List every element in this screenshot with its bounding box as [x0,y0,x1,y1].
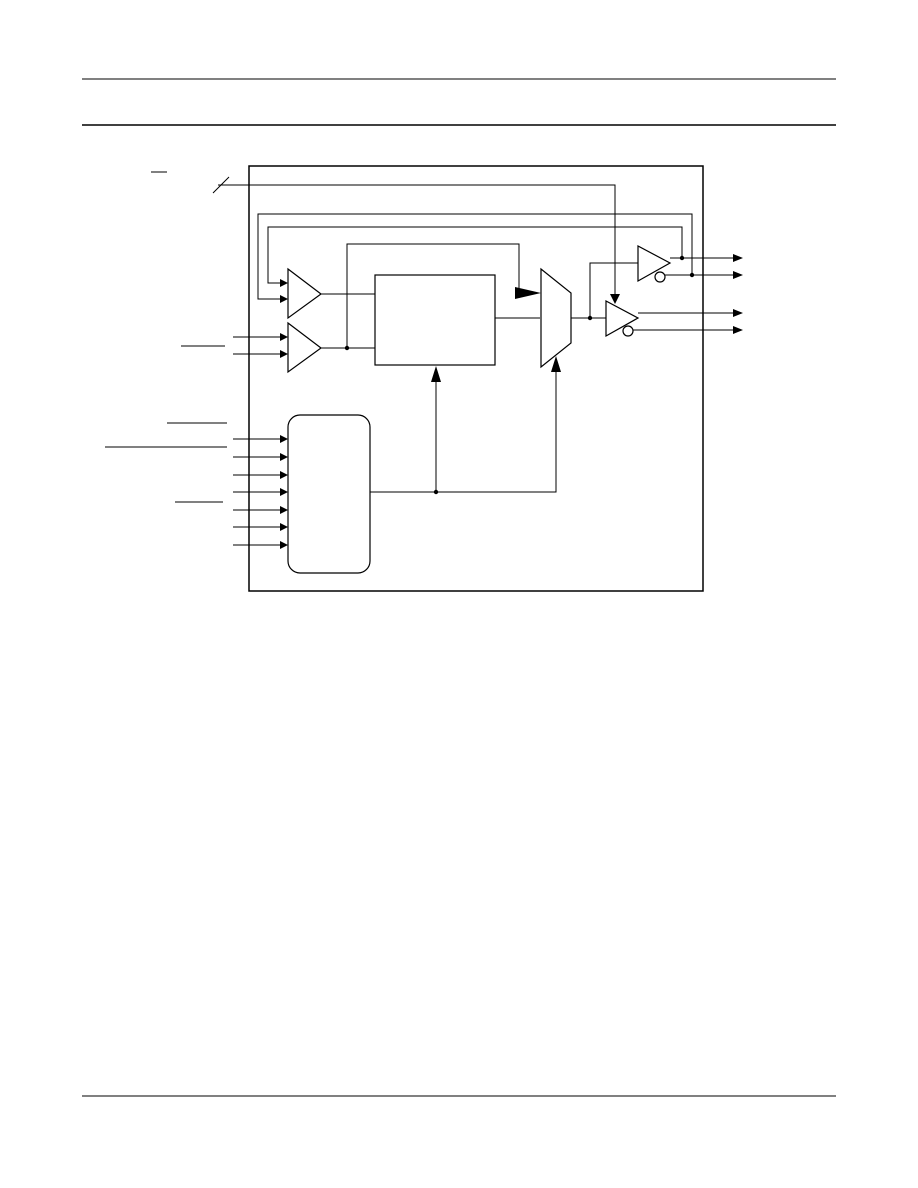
core-block [374,274,496,366]
chip-boundary [248,165,704,592]
control-input-pins [233,435,288,549]
wire-buffer-lower-to-core [321,345,375,351]
output-mux [540,267,572,369]
wire-mux-to-drivers [571,262,638,321]
control-output-wires [370,356,561,495]
differential-input-pins [233,333,288,358]
control-logic-block [287,414,371,574]
output-pins-lower [633,309,743,334]
bus-input-wire [212,176,620,304]
output-driver-lower [605,300,640,338]
input-buffer-lower [287,321,323,374]
input-buffer-upper [287,267,323,320]
output-pins-upper [665,254,743,279]
output-driver-upper [637,245,672,283]
bypass-wire [346,243,541,348]
